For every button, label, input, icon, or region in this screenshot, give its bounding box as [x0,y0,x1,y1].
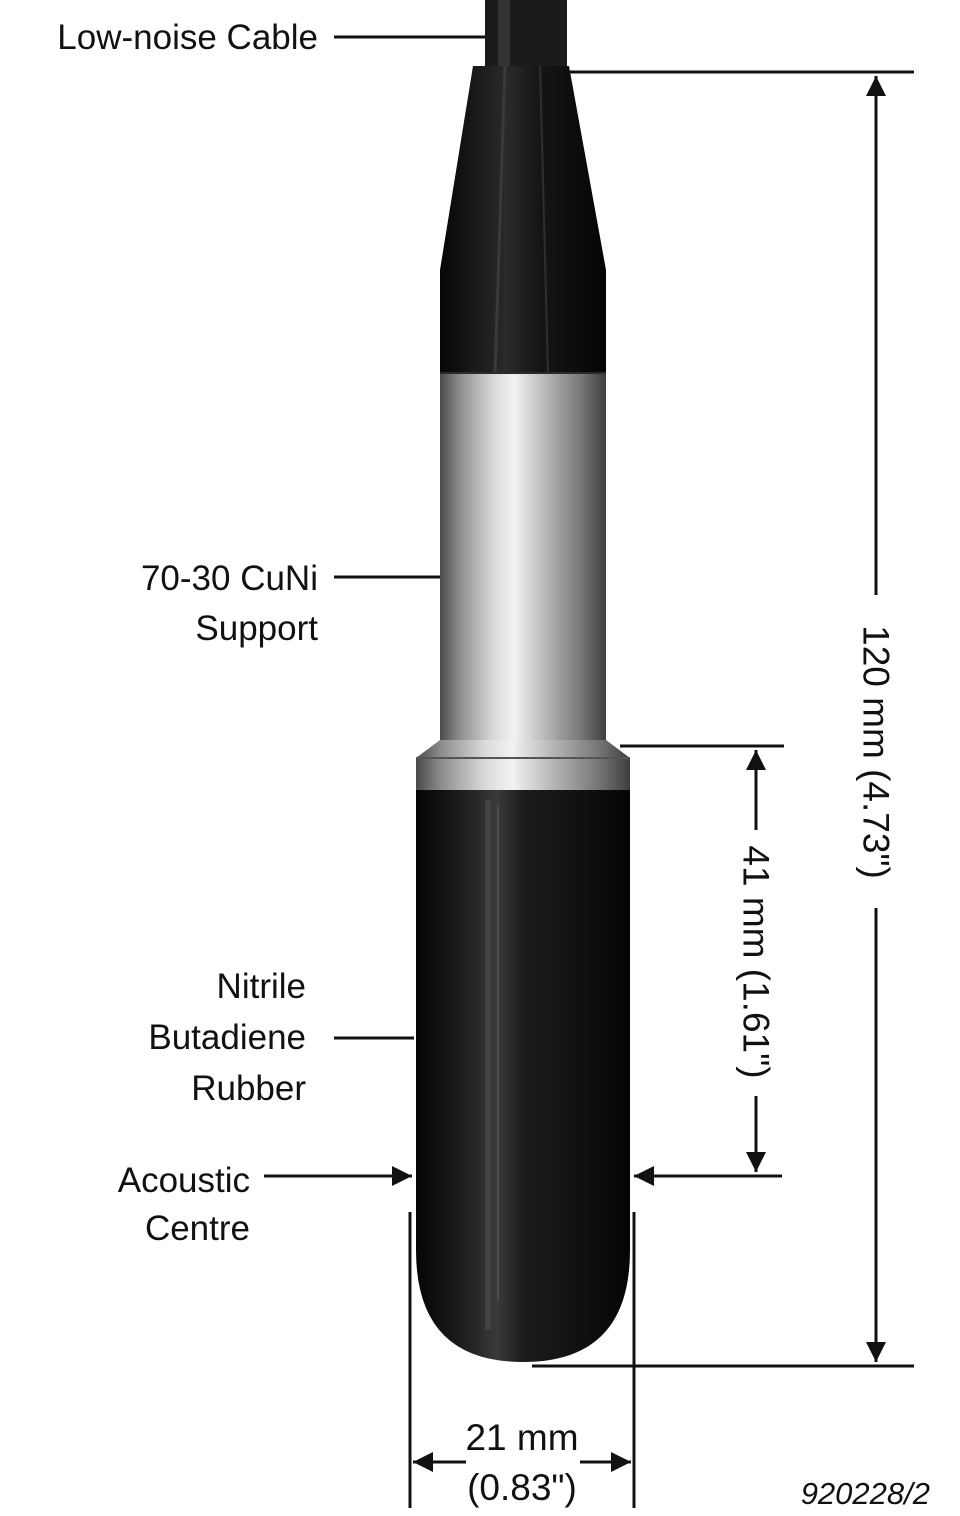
cable-label: Low-noise Cable [57,18,318,57]
total-length-label: 120 mm (4.73") [856,625,897,879]
acoustic-offset-label: 41 mm (1.61") [736,845,777,1078]
figure-id: 920228/2 [801,1476,930,1511]
diameter-label-line2: (0.83") [467,1467,577,1508]
rubber-label-line1: Nitrile [217,967,306,1006]
rubber-label-line2: Butadiene [148,1018,306,1057]
support-label-line1: 70-30 CuNi [141,559,318,598]
support-label-line2: Support [195,609,318,648]
cable-boot [440,66,606,373]
hydrophone-body [416,0,630,1362]
acoustic-label-line1: Acoustic [118,1161,250,1200]
diameter-label-line1: 21 mm [465,1417,578,1458]
rubber-label-line3: Rubber [191,1069,306,1108]
nitrile-rubber-boot [416,790,630,1362]
acoustic-label-line2: Centre [145,1209,250,1248]
low-noise-cable [485,0,567,72]
support-collar [416,740,630,790]
cuni-support [440,373,606,740]
